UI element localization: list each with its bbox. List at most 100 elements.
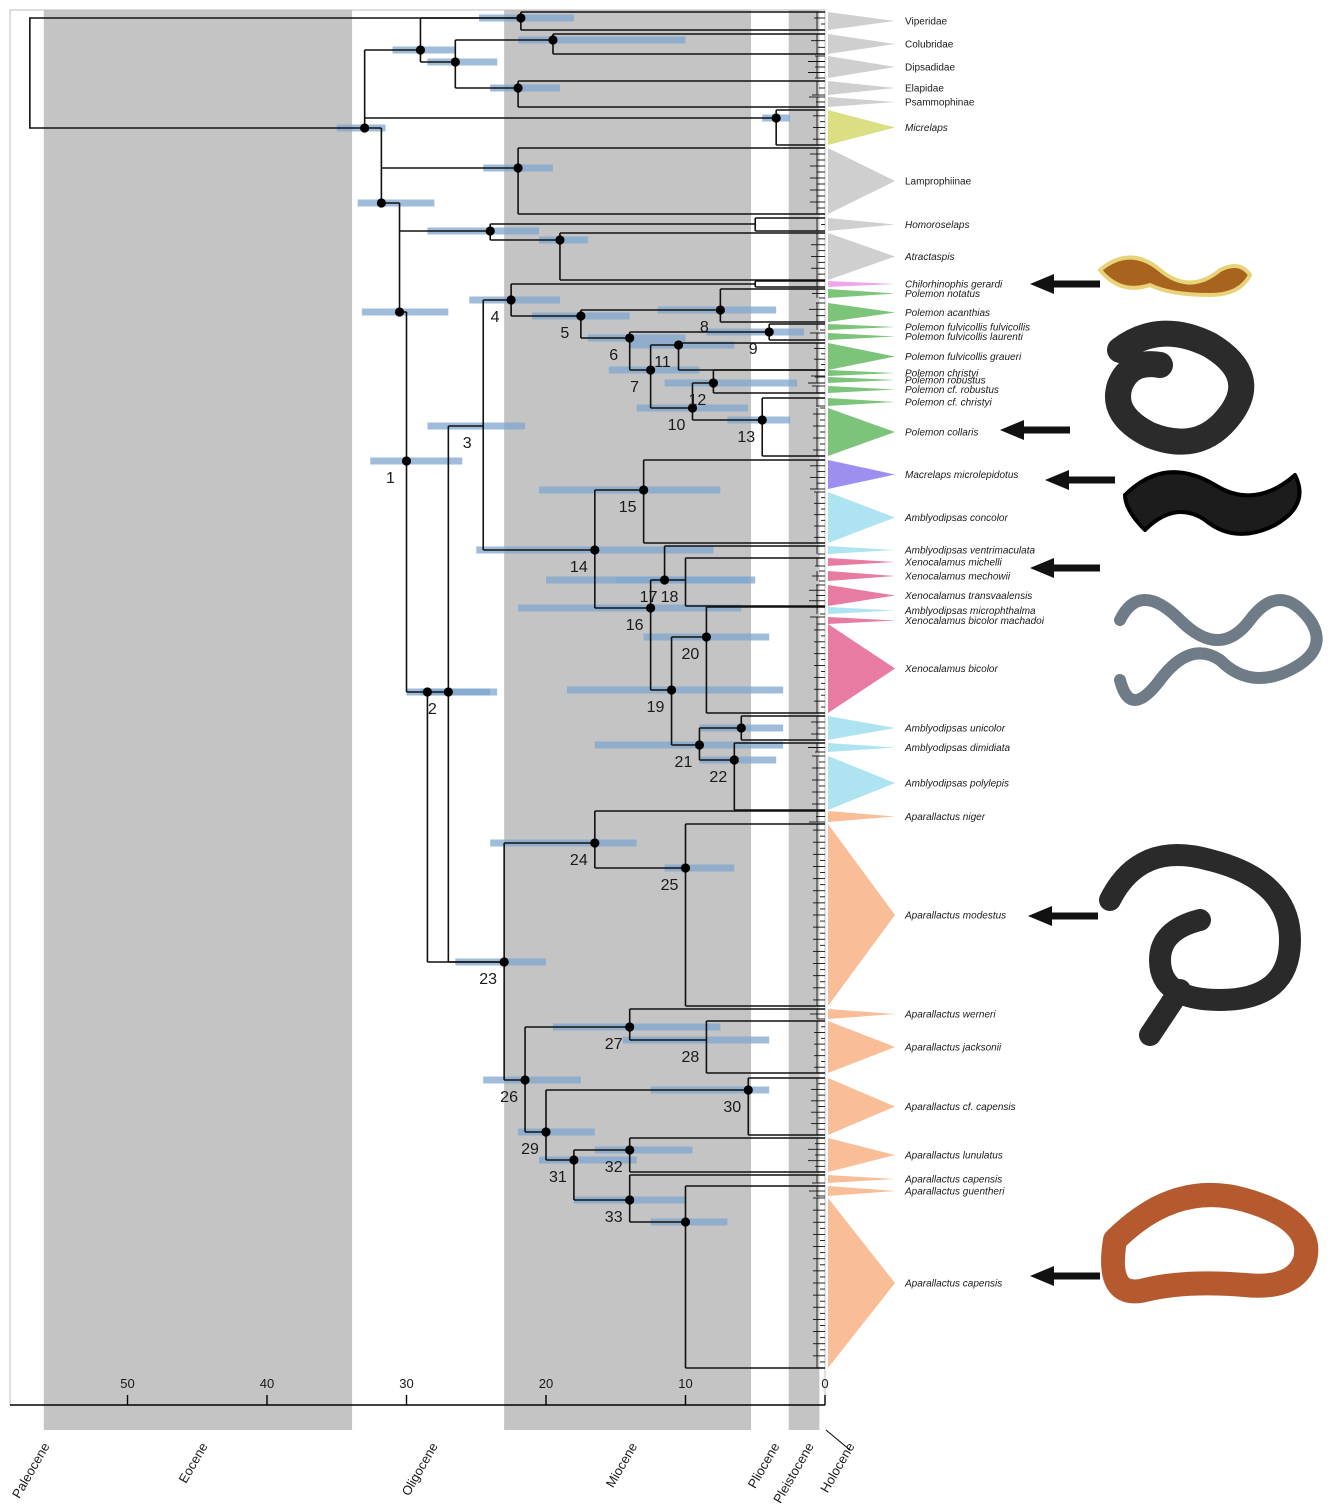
clade-triangle-38 <box>828 1175 895 1183</box>
clade-label-18: Polemon cf. christyi <box>905 398 992 409</box>
epoch-label-6: Holocene <box>817 1440 857 1495</box>
node-number-10: 10 <box>668 417 686 434</box>
node-dot-n20 <box>702 632 711 641</box>
epoch-label-4: Pliocene <box>745 1440 783 1491</box>
arrow-head-1 <box>1000 420 1024 440</box>
node-dot-n1b <box>423 687 432 696</box>
clade-label-5: Micrelaps <box>905 123 948 134</box>
node-dot-micro <box>772 113 781 122</box>
epoch-label-2: Oligocene <box>398 1440 440 1498</box>
node-dot-n33b <box>681 1217 690 1226</box>
clade-triangle-31 <box>828 756 895 810</box>
clade-label-3: Elapidae <box>905 84 944 95</box>
clade-label-27: Xenocalamus bicolor machadoi <box>904 616 1045 627</box>
clade-triangle-14 <box>828 343 895 370</box>
node-number-27: 27 <box>605 1036 623 1053</box>
axis-tick-label-40: 40 <box>260 1376 274 1391</box>
clade-triangle-24 <box>828 571 895 581</box>
clade-label-6: Lamprophiinae <box>905 177 972 188</box>
node-dot-atra <box>555 235 564 244</box>
node-number-26: 26 <box>500 1089 518 1106</box>
clade-label-32: Aparallactus niger <box>904 812 986 823</box>
node-dot-n17 <box>660 575 669 584</box>
node-number-13: 13 <box>737 429 755 446</box>
node-dot-n8 <box>716 305 725 314</box>
node-dot-n31 <box>569 1155 578 1164</box>
node-dot-vipcol <box>416 45 425 54</box>
node-number-4: 4 <box>491 309 500 326</box>
clade-label-28: Xenocalamus bicolor <box>904 664 998 675</box>
clade-triangle-33 <box>828 824 895 1006</box>
node-dot-n32 <box>625 1145 634 1154</box>
node-number-24: 24 <box>570 852 588 869</box>
node-number-18: 18 <box>661 589 679 606</box>
clade-triangle-1 <box>828 34 895 54</box>
epoch-label-1: Eocene <box>176 1440 211 1486</box>
clade-triangle-0 <box>828 12 895 30</box>
clade-label-36: Aparallactus cf. capensis <box>904 1102 1016 1113</box>
node-number-11: 11 <box>654 354 671 371</box>
node-dot-n21 <box>695 740 704 749</box>
clade-label-8: Atractaspis <box>904 252 954 263</box>
node-number-3: 3 <box>463 435 472 452</box>
node-dot-n27 <box>625 1022 634 1031</box>
node-dot-n6 <box>625 333 634 342</box>
node-number-25: 25 <box>661 877 679 894</box>
node-number-20: 20 <box>682 646 700 663</box>
clade-label-31: Amblyodipsas polylepis <box>904 779 1009 790</box>
arrow-head-4 <box>1028 906 1052 926</box>
node-dot-n29 <box>541 1127 550 1136</box>
node-number-17: 17 <box>640 589 658 606</box>
node-dot-n22 <box>730 755 739 764</box>
clade-label-4: Psammophinae <box>905 98 975 109</box>
node-dot-n4 <box>486 226 495 235</box>
node-number-33: 33 <box>605 1209 623 1226</box>
node-dot-ob <box>377 198 386 207</box>
node-dot-n23 <box>500 957 509 966</box>
clade-label-30: Amblyodipsas dimidiata <box>904 743 1010 754</box>
clade-triangle-39 <box>828 1186 895 1196</box>
node-dot-n15 <box>639 485 648 494</box>
clade-label-2: Dipsadidae <box>905 63 955 74</box>
snake-photo-0 <box>1100 258 1250 296</box>
hpd-bar-n12 <box>665 380 798 387</box>
node-dot-n11 <box>674 340 683 349</box>
clade-triangle-4 <box>828 97 895 107</box>
node-number-22: 22 <box>709 769 727 786</box>
clade-triangle-2 <box>828 56 895 78</box>
clade-triangle-9 <box>828 281 895 287</box>
clade-triangle-22 <box>828 546 895 554</box>
clade-label-37: Aparallactus lunulatus <box>904 1151 1003 1162</box>
node-dot-n5 <box>576 311 585 320</box>
clade-triangle-13 <box>828 333 895 340</box>
clade-triangle-10 <box>828 289 895 298</box>
clade-triangle-34 <box>828 1009 895 1019</box>
node-dot-coldip2 <box>548 35 557 44</box>
clade-triangle-28 <box>828 624 895 713</box>
node-number-7: 7 <box>630 379 639 396</box>
clade-label-34: Aparallactus werneri <box>904 1010 996 1021</box>
clade-triangle-17 <box>828 386 895 393</box>
clade-label-33: Aparallactus modestus <box>904 911 1006 922</box>
node-dot-n13 <box>758 415 767 424</box>
node-number-6: 6 <box>609 347 618 364</box>
node-dot-outg <box>360 123 369 132</box>
axis-tick-label-20: 20 <box>539 1376 553 1391</box>
clade-label-10: Polemon notatus <box>905 289 980 300</box>
clade-triangle-37 <box>828 1138 895 1172</box>
clade-label-14: Polemon fulvicollis graueri <box>905 352 1022 363</box>
clade-label-39: Aparallactus guentheri <box>904 1187 1005 1198</box>
node-dot-n1a <box>395 307 404 316</box>
node-dot-n9 <box>765 327 774 336</box>
node-dot-n1 <box>402 456 411 465</box>
clade-triangle-32 <box>828 811 895 822</box>
node-number-30: 30 <box>723 1099 741 1116</box>
node-dot-n2 <box>444 687 453 696</box>
clade-triangle-30 <box>828 743 895 752</box>
clade-triangle-16 <box>828 377 895 383</box>
clade-triangle-18 <box>828 398 895 406</box>
node-number-31: 31 <box>549 1169 567 1186</box>
node-dot-n26 <box>520 1075 529 1084</box>
clade-triangle-25 <box>828 585 895 606</box>
